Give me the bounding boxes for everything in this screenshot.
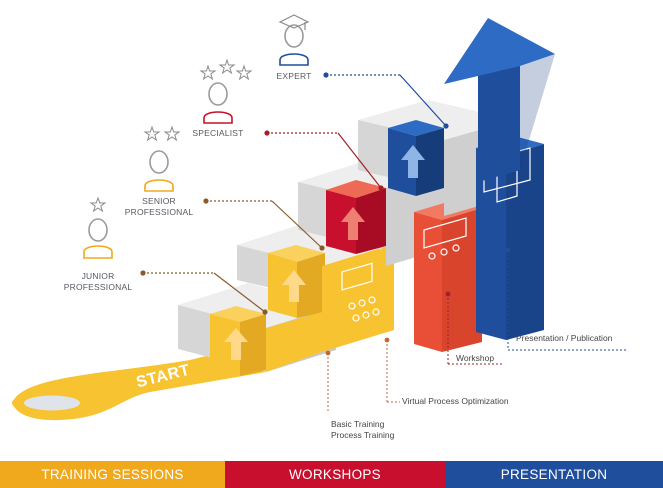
annotation-line: Basic Training xyxy=(331,419,385,429)
start-disc-inner xyxy=(24,395,80,411)
person-icon-expert xyxy=(278,14,310,66)
top-arrow xyxy=(444,18,555,182)
annotation-line: Process Training xyxy=(331,430,395,440)
annotation-basic-training: Basic Training Process Training xyxy=(331,419,394,441)
person-icon-senior xyxy=(143,125,181,192)
category-label: TRAINING SESSIONS xyxy=(41,467,184,482)
level-title-line: EXPERT xyxy=(276,71,312,81)
level-title-line: SPECIALIST xyxy=(192,128,244,138)
category-workshops: WORKSHOPS xyxy=(225,461,445,488)
level-label-specialist: SPECIALIST xyxy=(180,128,256,139)
annotation-workshop: Workshop xyxy=(456,353,495,363)
level-title-line: PROFESSIONAL xyxy=(63,281,133,292)
category-label: PRESENTATION xyxy=(500,467,608,482)
arrow-icon xyxy=(224,328,248,360)
category-label: WORKSHOPS xyxy=(289,467,381,482)
annotation-leaders xyxy=(325,247,628,412)
arrow-icon xyxy=(401,145,425,178)
level-title-line: JUNIOR xyxy=(81,271,115,281)
level-label-junior: JUNIOR PROFESSIONAL xyxy=(60,271,136,292)
level-title-line: SENIOR xyxy=(142,196,176,206)
annotation-presentation: Presentation / Publication xyxy=(516,333,613,343)
level-label-senior: SENIOR PROFESSIONAL xyxy=(121,196,197,217)
arrow-icon xyxy=(341,207,365,240)
connectors xyxy=(140,72,449,315)
annotation-virtual: Virtual Process Optimization xyxy=(402,396,509,406)
arrow-icon xyxy=(282,270,306,302)
graduation-cap-icon xyxy=(278,14,310,30)
person-icon-junior xyxy=(83,196,113,259)
category-training: TRAINING SESSIONS xyxy=(0,461,225,488)
start-path xyxy=(12,342,266,421)
category-bar: TRAINING SESSIONS WORKSHOPS PRESENTATION xyxy=(0,461,663,488)
category-presentation: PRESENTATION xyxy=(445,461,663,488)
step-2 xyxy=(237,222,394,372)
level-label-expert: EXPERT xyxy=(256,71,332,82)
level-title-line: PROFESSIONAL xyxy=(124,206,194,217)
training-room-icon xyxy=(341,262,380,322)
workshop-icon xyxy=(423,217,467,260)
person-icon-specialist xyxy=(199,58,253,124)
